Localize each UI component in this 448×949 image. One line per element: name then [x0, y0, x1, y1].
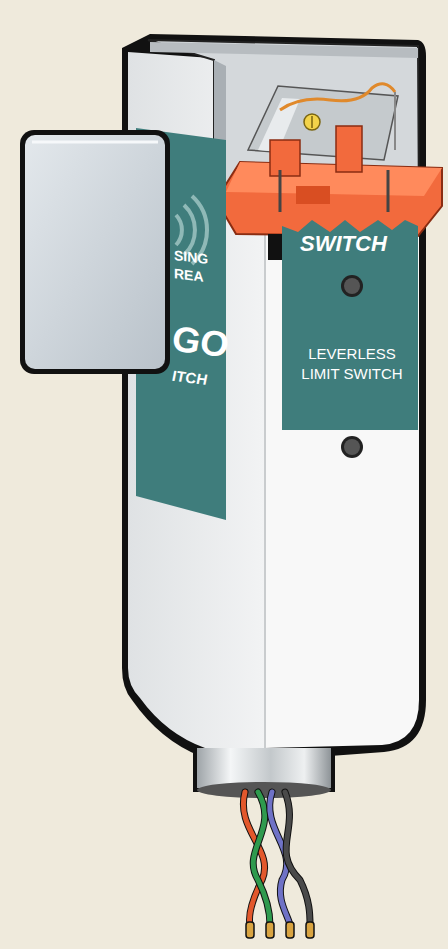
brand-logo: GO — [172, 319, 228, 365]
product-label: LEVERLESS LIMIT SWITCH — [290, 344, 414, 385]
brand-logo: SWITCH — [300, 232, 387, 256]
